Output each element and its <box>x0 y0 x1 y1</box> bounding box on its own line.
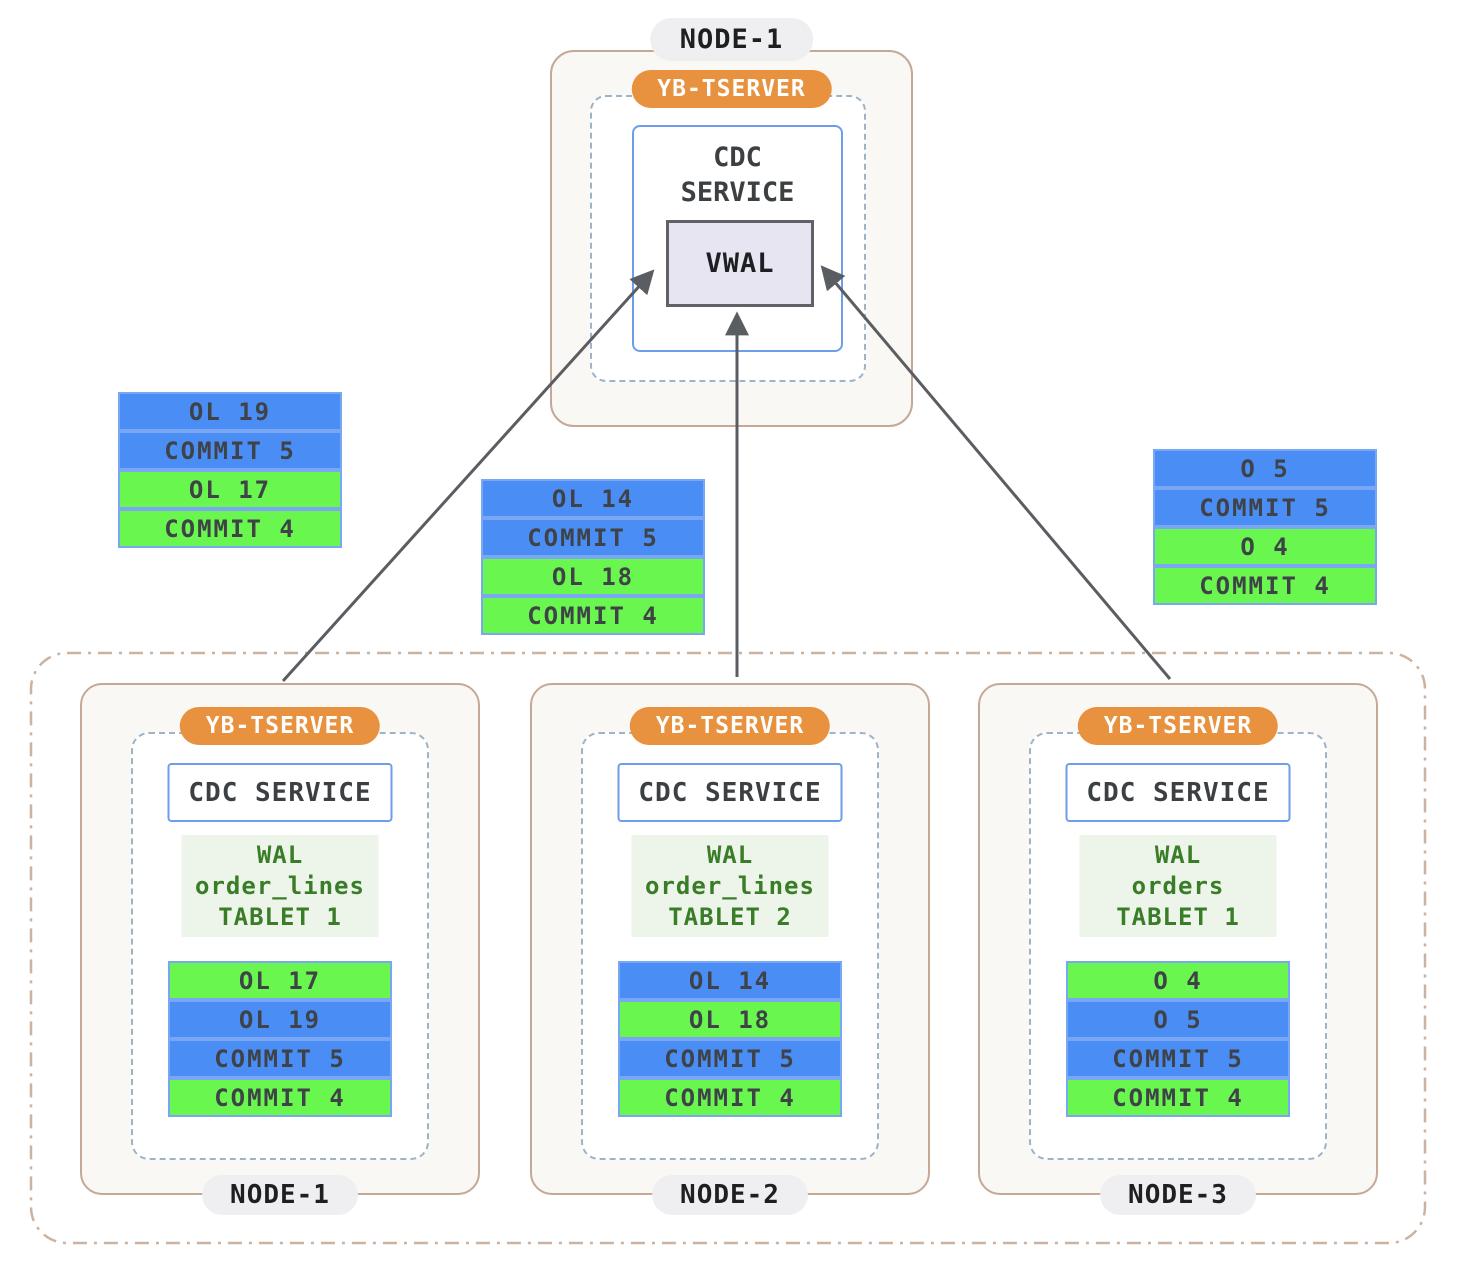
wal-entry: OL 18 <box>618 1000 842 1039</box>
bottom-node-3-label: NODE-3 <box>1100 1175 1256 1215</box>
bottom-node-3-box: YB-TSERVER CDC SERVICE WAL orders TABLET… <box>978 683 1378 1215</box>
top-cdc-service-label: CDC SERVICE <box>680 142 795 208</box>
bottom-node-2-box: YB-TSERVER CDC SERVICE WAL order_lines T… <box>530 683 930 1215</box>
wal-line: WAL <box>706 840 754 869</box>
node-3-cdc-service-box: CDC SERVICE <box>1065 763 1291 822</box>
node-3-wal-box: WAL orders TABLET 1 <box>1079 835 1277 937</box>
wal-entry: OL 17 <box>118 470 342 509</box>
wal-entry: COMMIT 4 <box>168 1078 392 1117</box>
wal-tablet-name: TABLET 1 <box>218 902 342 931</box>
wal-entry: COMMIT 4 <box>481 596 705 635</box>
wal-entry: COMMIT 4 <box>118 509 342 548</box>
wal-entry: O 4 <box>1066 961 1290 1000</box>
bottom-node-1-label: NODE-1 <box>202 1175 358 1215</box>
wal-entry: COMMIT 4 <box>618 1078 842 1117</box>
wal-entry: OL 19 <box>168 1000 392 1039</box>
wal-table-name: orders <box>1131 871 1225 900</box>
bottom-node-1-box: YB-TSERVER CDC SERVICE WAL order_lines T… <box>80 683 480 1215</box>
wal-entry: OL 17 <box>168 961 392 1000</box>
wal-table-name: order_lines <box>195 871 365 900</box>
wal-entry: COMMIT 5 <box>1153 488 1377 527</box>
top-node-label: NODE-1 <box>649 18 814 61</box>
node-2-cdc-service-label: CDC SERVICE <box>638 777 822 808</box>
wal-entry: COMMIT 5 <box>1066 1039 1290 1078</box>
wal-table-name: order_lines <box>645 871 815 900</box>
vwal-box: VWAL <box>666 220 814 307</box>
wal-entry: OL 19 <box>118 392 342 431</box>
top-node-box: NODE-1 YB-TSERVER CDC SERVICE VWAL <box>550 18 913 427</box>
node-1-wal-box: WAL order_lines TABLET 1 <box>181 835 379 937</box>
wal-line: WAL <box>256 840 304 869</box>
node-1-cdc-service-label: CDC SERVICE <box>188 777 372 808</box>
wal-entry: O 5 <box>1066 1000 1290 1039</box>
wal-entry: COMMIT 5 <box>168 1039 392 1078</box>
node-2-cdc-service-box: CDC SERVICE <box>617 763 843 822</box>
wal-entry: COMMIT 5 <box>618 1039 842 1078</box>
node-3-cdc-service-label: CDC SERVICE <box>1086 777 1270 808</box>
node-3-tserver-pill: YB-TSERVER <box>1077 707 1279 745</box>
wal-tablet-name: TABLET 2 <box>668 902 792 931</box>
wal-line: WAL <box>1154 840 1202 869</box>
wal-entry: COMMIT 5 <box>118 431 342 470</box>
wal-entry: COMMIT 4 <box>1153 566 1377 605</box>
wal-entry: OL 18 <box>481 557 705 596</box>
wal-entry: OL 14 <box>618 961 842 1000</box>
wal-entry: O 5 <box>1153 449 1377 488</box>
node-2-tserver-pill: YB-TSERVER <box>629 707 831 745</box>
bottom-node-2-label: NODE-2 <box>652 1175 808 1215</box>
node-2-wal-box: WAL order_lines TABLET 2 <box>631 835 829 937</box>
node-1-tserver-pill: YB-TSERVER <box>179 707 381 745</box>
node-1-cdc-service-box: CDC SERVICE <box>167 763 393 822</box>
wal-entry: O 4 <box>1153 527 1377 566</box>
wal-entry: OL 14 <box>481 479 705 518</box>
wal-entry: COMMIT 4 <box>1066 1078 1290 1117</box>
top-tserver-pill: YB-TSERVER <box>631 70 832 108</box>
wal-tablet-name: TABLET 1 <box>1116 902 1240 931</box>
wal-entry: COMMIT 5 <box>481 518 705 557</box>
